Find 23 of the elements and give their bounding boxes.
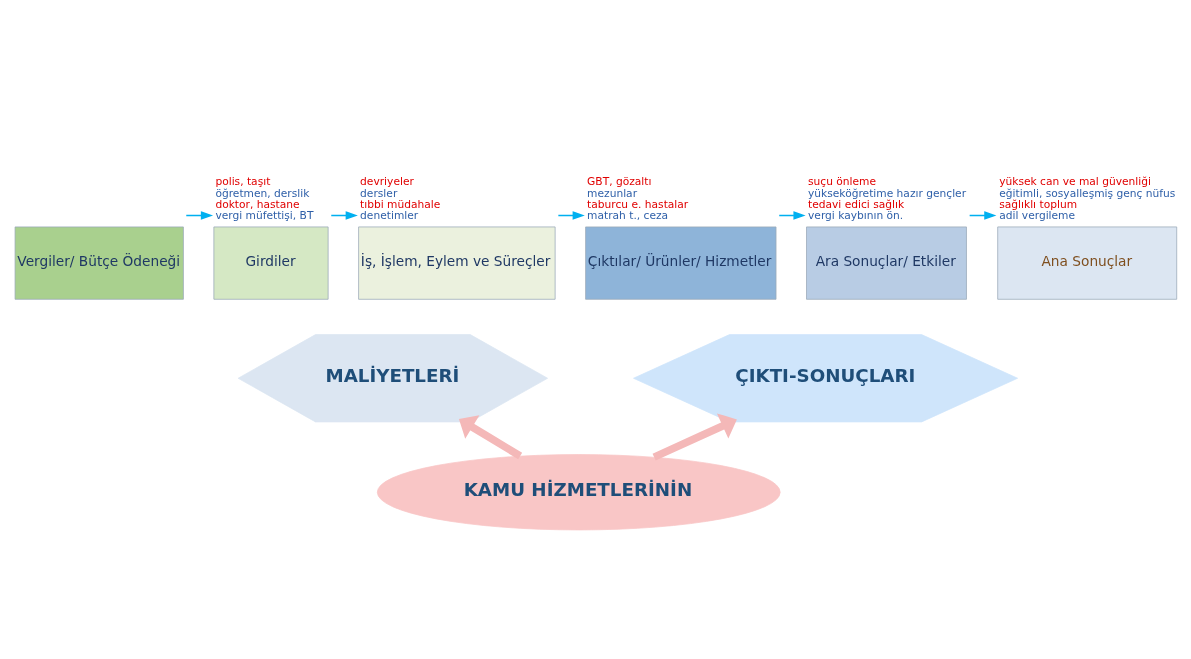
node-label: polis, taşıt [215, 175, 271, 189]
node-label: matrah t., ceza [587, 209, 669, 223]
node-label: yüksek can ve mal güvenliği [999, 175, 1151, 189]
node-label: tedavi edici sağlık [808, 198, 905, 212]
arrow [652, 413, 737, 461]
node-label: vergi müfettişi, BT [215, 209, 314, 223]
node-label: taburcu e. hastalar [587, 198, 689, 212]
node-label: GBT, gözaltı [587, 175, 652, 189]
node-label: yükseköğretime hazır gençler [808, 186, 967, 200]
node-label: denetimler [360, 209, 419, 223]
node-ellipse: KAMU HİZMETLERİNİN [376, 454, 781, 531]
node-label: tıbbi müdahale [360, 198, 441, 212]
node-label: suçu önleme [808, 175, 877, 189]
node-label: öğretmen, derslik [215, 186, 310, 200]
node-label: sağlıklı toplum [999, 198, 1078, 212]
node-label: dersler [360, 186, 398, 200]
node-label: doktor, hastane [215, 198, 300, 212]
node-label: vergi kaybının ön. [808, 209, 904, 223]
arrow [458, 415, 523, 460]
node-label: adil vergileme [999, 209, 1076, 223]
node-label: mezunlar [587, 186, 638, 200]
node-label: devriyeler [360, 175, 414, 189]
node-label: eğitimli, sosyalleşmiş genç nüfus [999, 186, 1176, 200]
